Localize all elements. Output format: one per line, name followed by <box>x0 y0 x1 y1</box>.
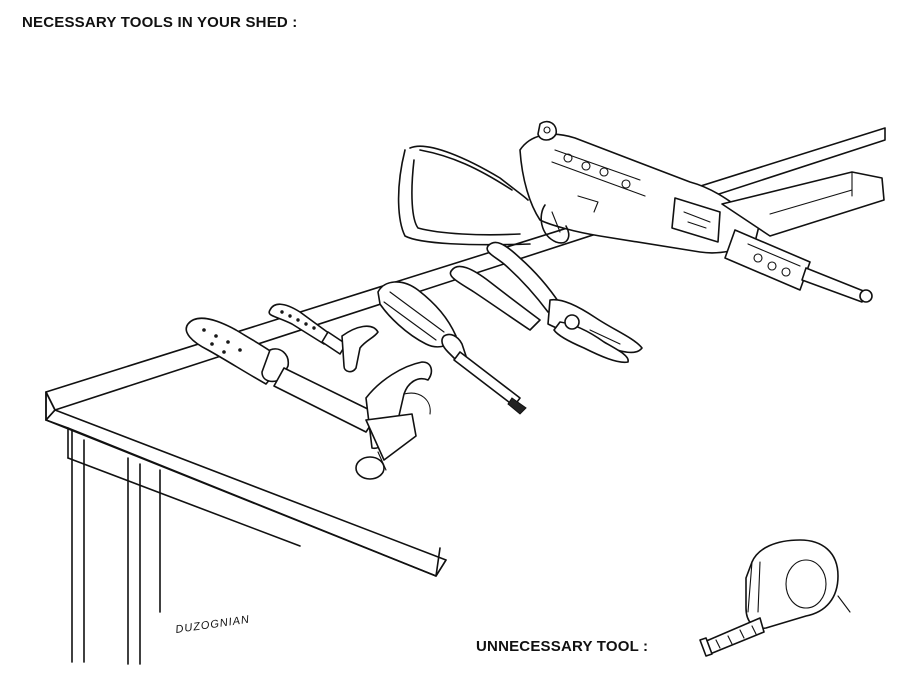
pliers-icon <box>449 241 643 364</box>
screwdriver-icon <box>377 281 527 415</box>
small-hammer-icon <box>268 303 379 373</box>
unnecessary-tool-caption: UNNECESSARY TOOL : <box>476 638 649 655</box>
artist-signature: DUZOGNIAN <box>175 614 251 636</box>
cartoon-title: NECESSARY TOOLS IN YOUR SHED : <box>22 14 298 31</box>
tape-measure-icon <box>699 539 851 657</box>
claw-hammer-icon <box>185 317 433 480</box>
submachine-gun-icon <box>397 120 885 303</box>
